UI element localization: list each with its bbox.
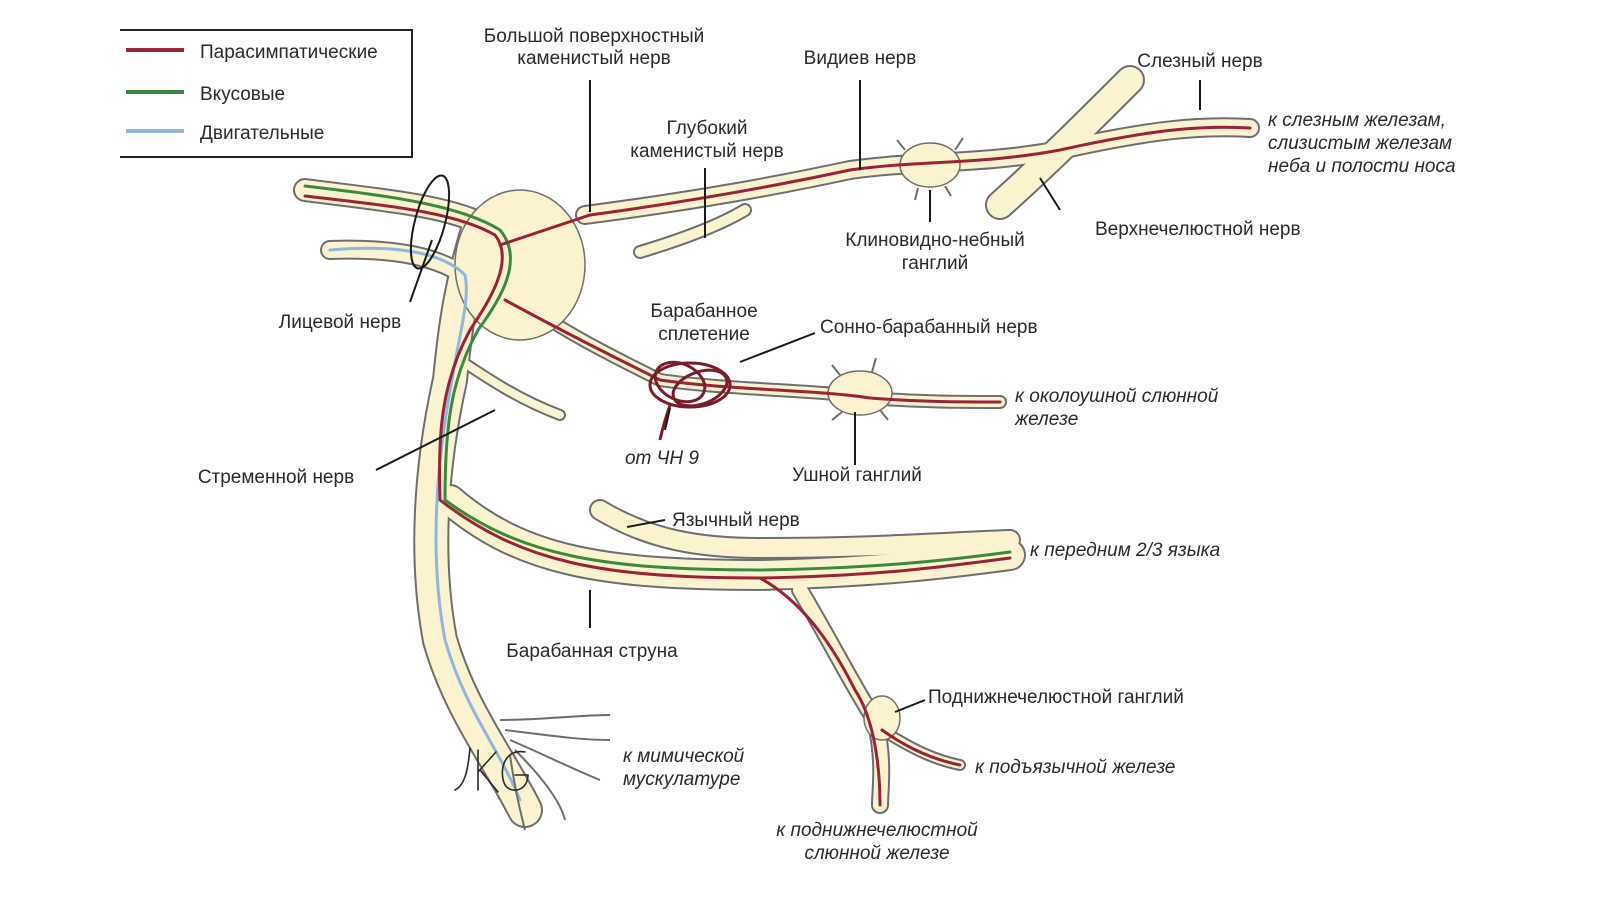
label-tongue-target: к передним 2/3 языка: [1030, 540, 1220, 561]
label-greater-petrosal-line2: каменистый нерв: [517, 48, 671, 69]
legend-box: [120, 29, 413, 158]
parasympathetic-fibers: [303, 125, 1252, 807]
label-submandibular-target-line2: слюнной железе: [804, 843, 949, 864]
legend-label-motor: Двигательные: [200, 123, 324, 144]
legend-label-gustatory: Вкусовые: [200, 84, 285, 105]
label-caroticotympanic-nerve: Сонно-барабанный нерв: [820, 317, 1038, 338]
ganglion-rootlets: [831, 137, 964, 421]
label-tympanic-plexus-line1: Барабанное: [650, 301, 757, 322]
label-facial-muscles-line2: мускулатуре: [623, 769, 740, 790]
legend-label-parasympathetic: Парасимпатические: [200, 42, 378, 63]
label-submandibular-ganglion: Поднижнечелюстной ганглий: [928, 687, 1184, 708]
label-facial-muscles-line1: к мимической: [623, 746, 745, 767]
label-lacrimal-target-line1: к слезным железам,: [1268, 110, 1446, 131]
label-deep-petrosal-line2: каменистый нерв: [630, 141, 784, 162]
label-facial-nerve: Лицевой нерв: [279, 312, 401, 333]
gustatory-fibers: [303, 184, 1012, 572]
label-lingual-nerve: Язычный нерв: [672, 510, 800, 531]
label-deep-petrosal-line1: Глубокий: [666, 118, 747, 139]
label-lacrimal-target-line2: слизистым железам: [1268, 133, 1452, 154]
label-sublingual-target: к подъязычной железе: [975, 757, 1176, 778]
artist-signature: [454, 747, 529, 793]
leader-lines: [375, 80, 1201, 713]
label-lacrimal-nerve: Слезный нерв: [1137, 51, 1262, 72]
label-chorda-tympani: Барабанная струна: [506, 641, 678, 662]
facial-muscle-branches: [499, 714, 611, 831]
label-pterygopalatine-line2: ганглий: [902, 253, 968, 274]
label-lacrimal-target-line3: неба и полости носа: [1268, 156, 1456, 177]
geniculate-ganglion: [454, 189, 586, 341]
label-stapedius-nerve: Стременной нерв: [198, 467, 354, 488]
legend: Парасимпатические Вкусовые Двигательные: [120, 29, 413, 158]
submandibular-ganglion: [863, 695, 901, 741]
label-parotid-target-line2: железе: [1014, 409, 1078, 430]
motor-fibers: [328, 246, 522, 802]
label-submandibular-target-line1: к поднижнечелюстной: [776, 820, 978, 841]
nerve-ring: [409, 174, 451, 270]
label-pterygopalatine-line1: Клиновидно-небный: [845, 230, 1025, 251]
label-otic-ganglion: Ушной ганглий: [792, 465, 922, 486]
label-tympanic-plexus-line2: сплетение: [658, 324, 750, 345]
label-from-cn9: от ЧН 9: [625, 448, 699, 469]
tympanic-plexus-knot: [648, 360, 732, 441]
label-parotid-target-line1: к околоушной слюнной: [1015, 386, 1219, 407]
label-vidian-nerve: Видиев нерв: [804, 48, 917, 69]
label-greater-petrosal-line1: Большой поверхностный: [484, 26, 705, 47]
labels: Большой поверхностный каменистый нерв Ви…: [198, 26, 1456, 864]
label-maxillary-nerve: Верхнечелюстной нерв: [1095, 219, 1301, 240]
